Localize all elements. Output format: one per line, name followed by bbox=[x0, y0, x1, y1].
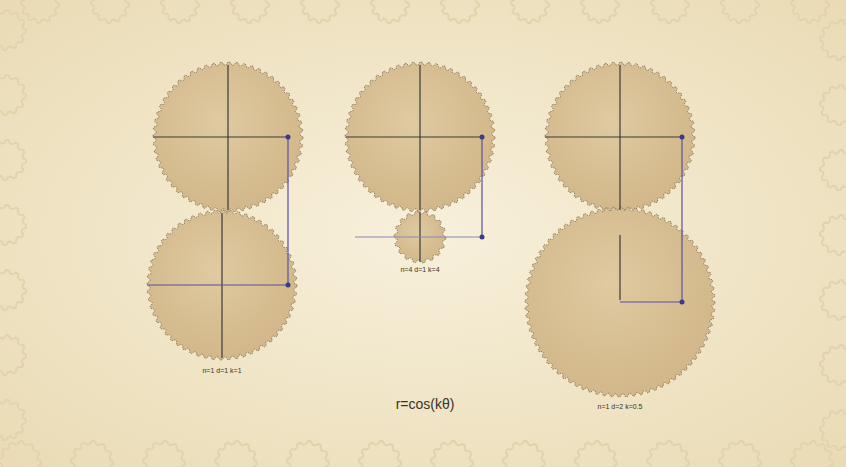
border-gear bbox=[0, 75, 26, 115]
border-gear bbox=[0, 270, 26, 310]
border-gear bbox=[820, 345, 846, 385]
border-gear bbox=[143, 441, 185, 467]
border-gear bbox=[215, 441, 257, 467]
border-gear bbox=[91, 0, 129, 23]
border-gear bbox=[359, 441, 401, 467]
border-gear bbox=[581, 0, 619, 23]
border-gear bbox=[820, 85, 846, 125]
border-gear bbox=[441, 0, 479, 23]
border-gear bbox=[21, 0, 59, 23]
border-gear bbox=[719, 441, 761, 467]
border-gear bbox=[287, 441, 329, 467]
border-gear bbox=[231, 0, 269, 23]
border-gear bbox=[0, 205, 26, 245]
border-gear bbox=[791, 441, 833, 467]
gear-wheel bbox=[545, 62, 695, 212]
border-gear bbox=[371, 0, 409, 23]
formula-label: r=cos(kθ) bbox=[396, 397, 455, 412]
gear-ratio-label: n=4 d=1 k=4 bbox=[400, 266, 439, 274]
border-gear bbox=[0, 335, 26, 375]
border-gear bbox=[820, 410, 846, 450]
border-gear bbox=[820, 215, 846, 255]
border-gear bbox=[301, 0, 339, 23]
border-gear bbox=[511, 0, 549, 23]
border-gear bbox=[0, 441, 41, 467]
gears bbox=[147, 62, 715, 397]
border-gear bbox=[791, 0, 829, 23]
border-gear bbox=[721, 0, 759, 23]
border-gear bbox=[503, 441, 545, 467]
border-gear bbox=[651, 0, 689, 23]
border-gear bbox=[0, 10, 26, 50]
gear-wheel bbox=[147, 210, 297, 360]
border-gear bbox=[820, 280, 846, 320]
border-gear bbox=[647, 441, 689, 467]
gear-wheel bbox=[153, 62, 303, 212]
border-gear bbox=[71, 441, 113, 467]
border-gear bbox=[0, 400, 26, 440]
border-gear bbox=[820, 20, 846, 60]
border-gear bbox=[0, 140, 26, 180]
border-gear bbox=[161, 0, 199, 23]
linkage-lines bbox=[147, 65, 685, 358]
border-gear bbox=[575, 441, 617, 467]
gear-wheel bbox=[345, 62, 495, 212]
border-gear bbox=[431, 441, 473, 467]
border-gear bbox=[820, 150, 846, 190]
gear-ratio-label: n=1 d=2 k=0.5 bbox=[598, 403, 643, 411]
gear-wheel bbox=[525, 207, 715, 397]
gear-ratio-label: n=1 d=1 k=1 bbox=[202, 367, 241, 375]
